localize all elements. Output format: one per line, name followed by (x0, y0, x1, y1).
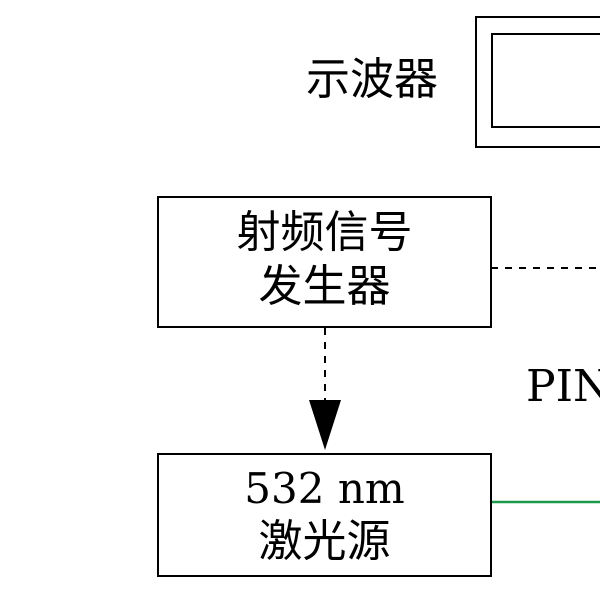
pin-label: PIN (526, 361, 600, 412)
rf-generator-box: 射频信号 发生器 (157, 196, 492, 328)
rf-to-laser-arrowhead (309, 400, 341, 450)
rf-generator-label-line2: 发生器 (258, 261, 391, 312)
oscilloscope-screen (491, 33, 600, 128)
laser-label-line1: 532 nm (244, 464, 405, 513)
laser-source-box: 532 nm 激光源 (157, 453, 492, 577)
rf-generator-label-line1: 射频信号 (236, 207, 413, 258)
laser-label-line2: 激光源 (258, 516, 391, 567)
oscilloscope-label: 示波器 (306, 54, 438, 105)
